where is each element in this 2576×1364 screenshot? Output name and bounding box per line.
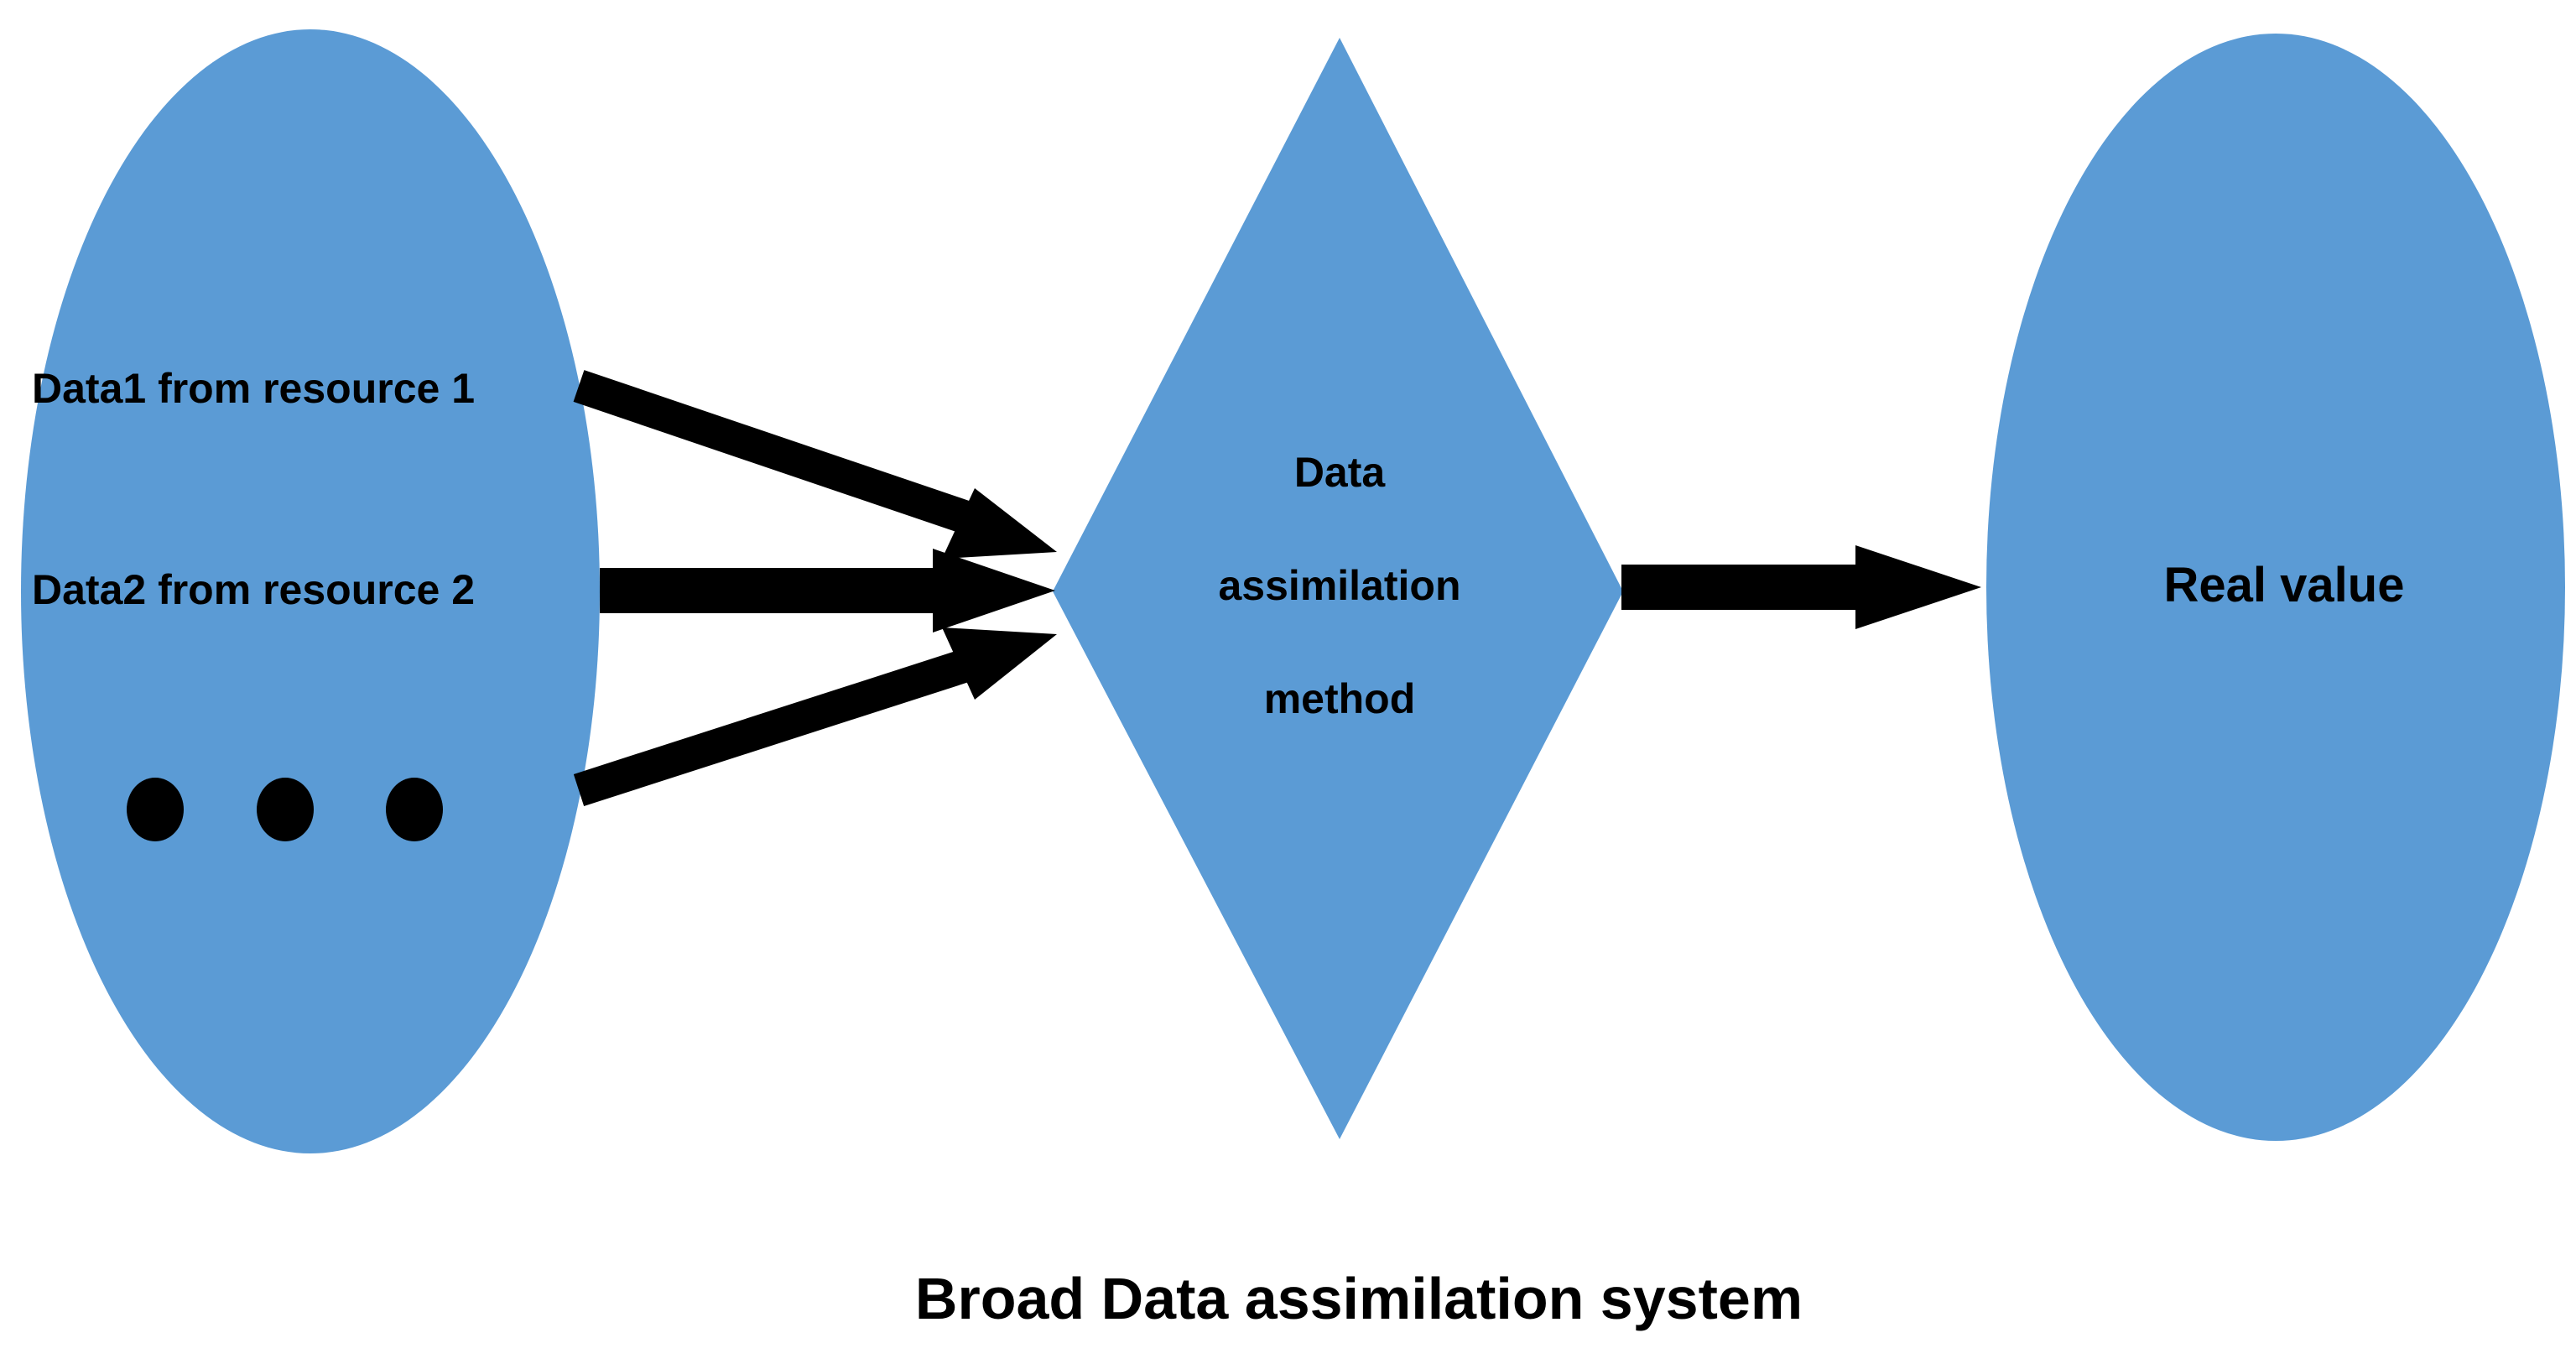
method-label-line3: method: [1264, 675, 1416, 722]
arrow-data1-to-method: [573, 370, 1057, 559]
arrow-data2-to-method: [600, 549, 1055, 633]
method-diamond: [1053, 38, 1623, 1139]
source-label-1: Data1 from resource 1: [32, 365, 475, 412]
result-ellipse: [1986, 34, 2565, 1141]
method-label-line2: assimilation: [1219, 562, 1461, 609]
source-label-2: Data2 from resource 2: [32, 566, 475, 613]
sources-ellipse: [21, 29, 600, 1153]
arrow-method-to-result: [1621, 545, 1981, 629]
more-sources-dots-icon: [127, 778, 443, 841]
method-label-line1: Data: [1294, 449, 1387, 496]
diagram-caption: Broad Data assimilation system: [915, 1266, 1803, 1331]
arrow-more-to-method: [573, 627, 1057, 807]
result-label: Real value: [2164, 558, 2405, 612]
